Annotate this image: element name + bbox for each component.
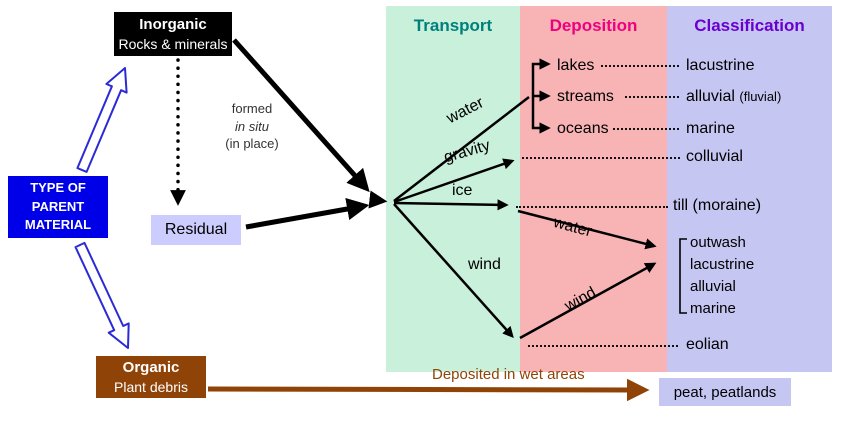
group-outwash: outwash xyxy=(690,234,746,251)
hollow-arrow-up-icon xyxy=(76,67,128,173)
deposition-column-header: Deposition xyxy=(549,16,638,35)
transport-column-header: Transport xyxy=(413,16,493,35)
classification-colluvial: colluvial xyxy=(686,148,743,165)
convergence-arrow xyxy=(368,190,388,209)
deposition-oceans: oceans xyxy=(557,120,609,137)
residual-box: Residual xyxy=(151,215,241,245)
deposition-lakes: lakes xyxy=(557,57,595,74)
inorganic-title: Inorganic xyxy=(139,16,207,34)
group-alluvial: alluvial xyxy=(690,278,736,295)
classification-till: till (moraine) xyxy=(673,197,762,214)
fluvial-label: (fluvial) xyxy=(739,89,782,104)
inorganic-subtitle: Rocks & minerals xyxy=(118,35,228,52)
deposition-streams: streams xyxy=(557,88,614,105)
organic-title: Organic xyxy=(122,359,180,377)
classification-marine: marine xyxy=(686,120,735,137)
parent-box-line1: TYPE OF xyxy=(30,179,86,195)
leader-wind-eolian xyxy=(528,345,678,347)
formed-in-situ-note: formed in situ (in place) xyxy=(212,100,292,153)
organic-box: Organic Plant debris xyxy=(96,356,206,398)
inorganic-box: Inorganic Rocks & minerals xyxy=(114,12,232,56)
parent-box-line3: MATERIAL xyxy=(24,217,92,233)
group-marine: marine xyxy=(690,300,736,317)
parent-box-line2: PARENT xyxy=(31,198,85,214)
note-line2: in situ xyxy=(235,118,269,134)
note-line1: formed xyxy=(231,101,273,116)
leader-oceans-marine xyxy=(613,128,679,130)
leader-lakes-lacustrine xyxy=(601,65,679,67)
organic-subtitle: Plant debris xyxy=(114,378,188,395)
leader-ice-till xyxy=(516,206,668,208)
peat-box: peat, peatlands xyxy=(659,378,791,406)
parent-material-box: TYPE OF PARENT MATERIAL xyxy=(8,176,108,238)
organic-deposit-arrow xyxy=(207,378,650,402)
leader-streams-alluvial xyxy=(625,96,679,98)
classification-eolian: eolian xyxy=(686,336,729,353)
hollow-arrow-down-icon xyxy=(74,241,130,349)
deposited-wet-areas-label: Deposited in wet areas xyxy=(432,366,585,383)
alluvial-label: alluvial xyxy=(686,88,735,105)
wind-label: wind xyxy=(468,256,501,273)
classification-alluvial: alluvial (fluvial) xyxy=(686,88,781,106)
group-lacustrine: lacustrine xyxy=(690,256,755,273)
classification-column-header: Classification xyxy=(694,16,805,35)
note-line3: (in place) xyxy=(225,136,279,152)
residual-to-transport-arrow xyxy=(245,197,370,230)
leader-gravity-colluvial xyxy=(522,157,680,159)
classification-column: Classification xyxy=(667,6,832,372)
classification-lacustrine: lacustrine xyxy=(686,57,755,74)
ice-label: ice xyxy=(452,182,473,199)
